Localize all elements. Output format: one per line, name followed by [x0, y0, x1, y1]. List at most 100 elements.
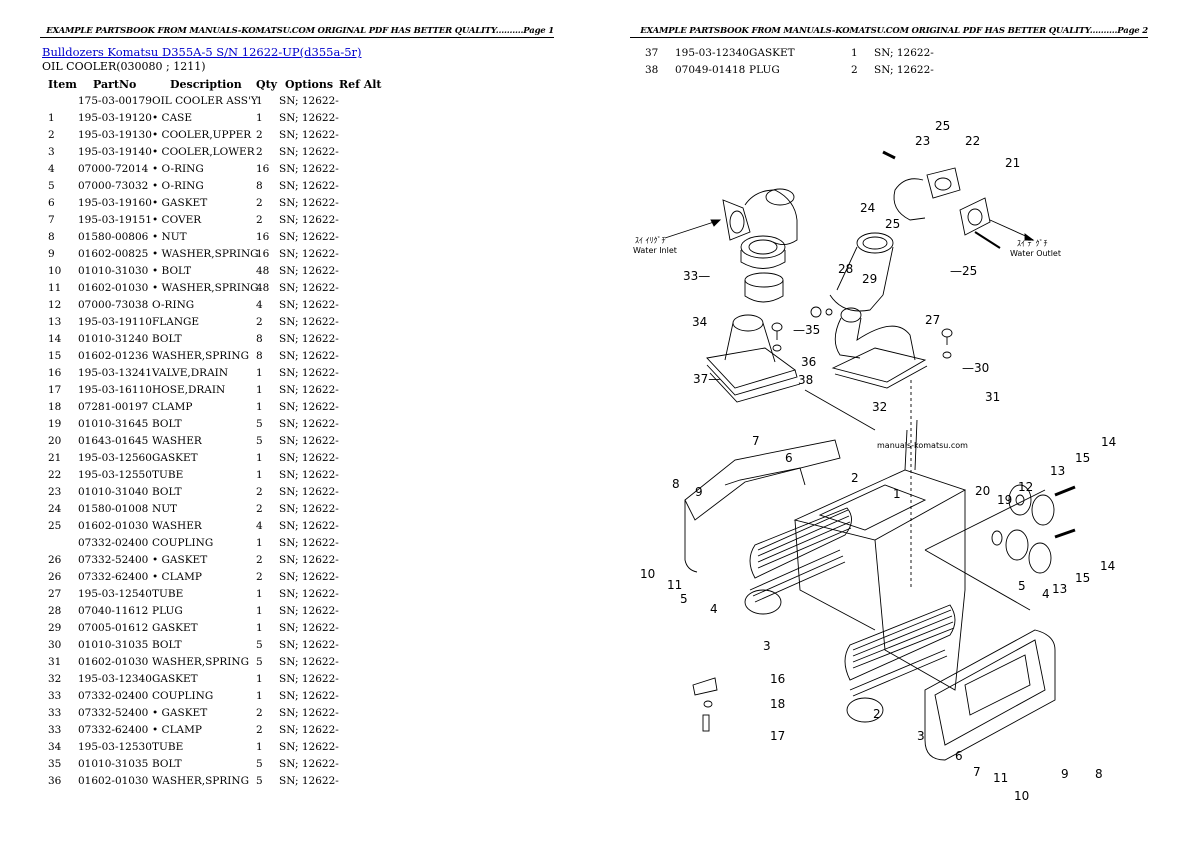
qty-cell: 1 [256, 622, 263, 634]
qty-cell: 2 [256, 214, 263, 226]
svg-text:28: 28 [838, 262, 853, 276]
partno-cell: 07000-73032 [78, 180, 149, 192]
svg-text:4: 4 [1042, 587, 1050, 601]
partno-cell: 07049-01418 [675, 64, 746, 76]
qty-cell: 1 [256, 673, 263, 685]
svg-text:4: 4 [710, 602, 718, 616]
svg-text:11: 11 [993, 771, 1008, 785]
item-cell: 4 [48, 163, 55, 175]
options-cell: SN; 12622- [279, 316, 339, 328]
options-cell: SN; 12622- [279, 146, 339, 158]
options-cell: SN; 12622- [279, 673, 339, 685]
description-cell: HOSE,DRAIN [152, 384, 226, 396]
description-cell: GASKET [152, 622, 198, 634]
description-cell: OIL COOLER ASS'Y [152, 95, 258, 107]
description-cell: CLAMP [152, 401, 193, 413]
svg-text:36: 36 [801, 355, 816, 369]
options-cell: SN; 12622- [279, 775, 339, 787]
description-cell: • CASE [152, 112, 193, 124]
description-cell: WASHER [152, 520, 202, 532]
svg-text:13: 13 [1052, 582, 1067, 596]
qty-cell: 2 [256, 571, 263, 583]
options-cell: SN; 12622- [279, 537, 339, 549]
svg-text:10: 10 [640, 567, 655, 581]
qty-cell: 1 [256, 367, 263, 379]
column-qty: Qty [256, 78, 278, 91]
options-cell: SN; 12622- [279, 112, 339, 124]
item-cell: 36 [48, 775, 62, 787]
qty-cell: 2 [256, 129, 263, 141]
description-cell: • WASHER,SPRING [152, 282, 259, 294]
options-cell: SN; 12622- [279, 384, 339, 396]
partno-cell: 195-03-12550 [78, 469, 152, 481]
options-cell: SN; 12622- [279, 231, 339, 243]
item-cell: 26 [48, 571, 62, 583]
item-cell: 15 [48, 350, 62, 362]
watermark-text: manuals-komatsu.com [877, 441, 968, 450]
description-cell: • CLAMP [152, 571, 202, 583]
svg-text:37—: 37— [693, 372, 720, 386]
partno-cell: 07332-52400 [78, 554, 149, 566]
options-cell: SN; 12622- [279, 520, 339, 532]
svg-text:38: 38 [798, 373, 813, 387]
item-cell: 20 [48, 435, 62, 447]
column-options: Options [285, 78, 334, 91]
description-cell: WASHER,SPRING [152, 656, 249, 668]
item-cell: 28 [48, 605, 62, 617]
item-cell: 34 [48, 741, 62, 753]
description-cell: PLUG [152, 605, 183, 617]
description-cell: BOLT [152, 486, 182, 498]
svg-text:14: 14 [1101, 435, 1116, 449]
model-title-link[interactable]: Bulldozers Komatsu D355A-5 S/N 12622-UP(… [42, 45, 362, 59]
description-cell: O-RING [152, 299, 195, 311]
partno-cell: 01602-01030 [78, 656, 149, 668]
options-cell: SN; 12622- [874, 47, 934, 59]
options-cell: SN; 12622- [279, 129, 339, 141]
partno-cell: 07040-11612 [78, 605, 149, 617]
qty-cell: 4 [256, 299, 263, 311]
svg-text:23: 23 [915, 134, 930, 148]
options-cell: SN; 12622- [279, 265, 339, 277]
qty-cell: 8 [256, 333, 263, 345]
options-cell: SN; 12622- [279, 758, 339, 770]
water-inlet-jp-label: ｽｲ ｲﾘｸﾞﾁ [635, 236, 666, 245]
partno-cell: 195-03-12540 [78, 588, 152, 600]
svg-text:33—: 33— [683, 269, 710, 283]
item-cell: 7 [48, 214, 55, 226]
section-subtitle: OIL COOLER(030080 ; 1211) [42, 60, 206, 73]
partno-cell: 01010-31035 [78, 758, 149, 770]
partno-cell: 01602-01030 [78, 775, 149, 787]
item-cell: 33 [48, 724, 62, 736]
svg-text:7: 7 [752, 434, 760, 448]
item-cell: 12 [48, 299, 62, 311]
item-cell: 23 [48, 486, 62, 498]
item-cell: 26 [48, 554, 62, 566]
svg-text:24: 24 [860, 201, 875, 215]
options-cell: SN; 12622- [874, 64, 934, 76]
item-cell: 24 [48, 503, 62, 515]
qty-cell: 2 [256, 707, 263, 719]
description-cell: NUT [152, 503, 178, 515]
svg-text:29: 29 [862, 272, 877, 286]
description-cell: WASHER,SPRING [152, 775, 249, 787]
column-item: Item [48, 78, 77, 91]
cooler-element-upper-drawing [744, 507, 852, 615]
qty-cell: 1 [256, 537, 263, 549]
gasket-21-drawing [959, 197, 1035, 249]
svg-text:6: 6 [955, 749, 963, 763]
partno-cell: 195-03-16110 [78, 384, 152, 396]
options-cell: SN; 12622- [279, 180, 339, 192]
description-cell: PLUG [749, 64, 780, 76]
svg-text:14: 14 [1100, 559, 1115, 573]
